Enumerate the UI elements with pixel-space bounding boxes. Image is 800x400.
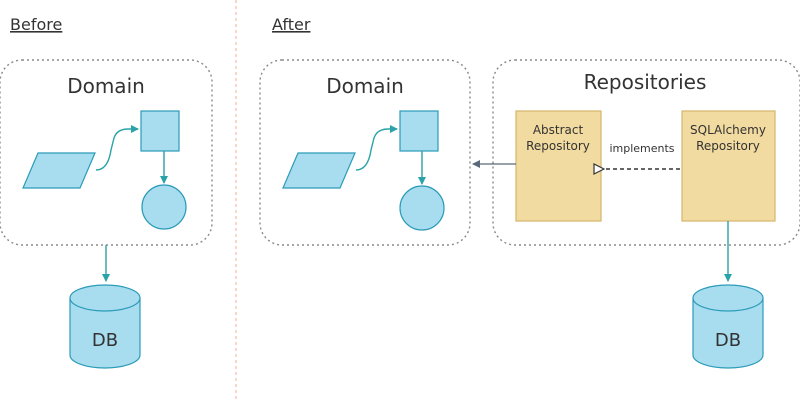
sqlalchemy-repository-label-line1: SQLAlchemy xyxy=(690,123,766,137)
after-parallelogram-shape xyxy=(282,152,356,189)
before-domain-title: Domain xyxy=(67,74,145,98)
after-domain-group xyxy=(259,59,471,246)
after-parallelogram-to-square-arrow xyxy=(355,125,398,171)
repositories-group xyxy=(492,59,800,246)
after-heading: After xyxy=(272,15,311,34)
abstract-repository-label-line1: Abstract xyxy=(533,123,584,137)
before-square-shape xyxy=(140,110,180,152)
before-db-label: DB xyxy=(92,330,118,351)
before-parallelogram-to-square-arrow xyxy=(95,125,139,171)
before-heading: Before xyxy=(10,15,62,34)
sqlalchemy-repository-label-line2: Repository xyxy=(696,139,760,153)
after-circle-shape xyxy=(399,185,445,231)
before-parallelogram-shape xyxy=(22,152,96,189)
after-db-label: DB xyxy=(715,330,741,351)
abstract-repository-label-line2: Repository xyxy=(526,139,590,153)
repositories-title: Repositories xyxy=(584,70,707,94)
implements-label: implements xyxy=(609,142,674,155)
after-square-shape xyxy=(399,110,439,152)
after-domain-title: Domain xyxy=(326,74,404,98)
before-db-cylinder xyxy=(69,284,141,369)
before-circle-shape xyxy=(141,184,187,230)
after-db-cylinder xyxy=(692,284,764,369)
abstract-repository-box xyxy=(515,110,602,222)
